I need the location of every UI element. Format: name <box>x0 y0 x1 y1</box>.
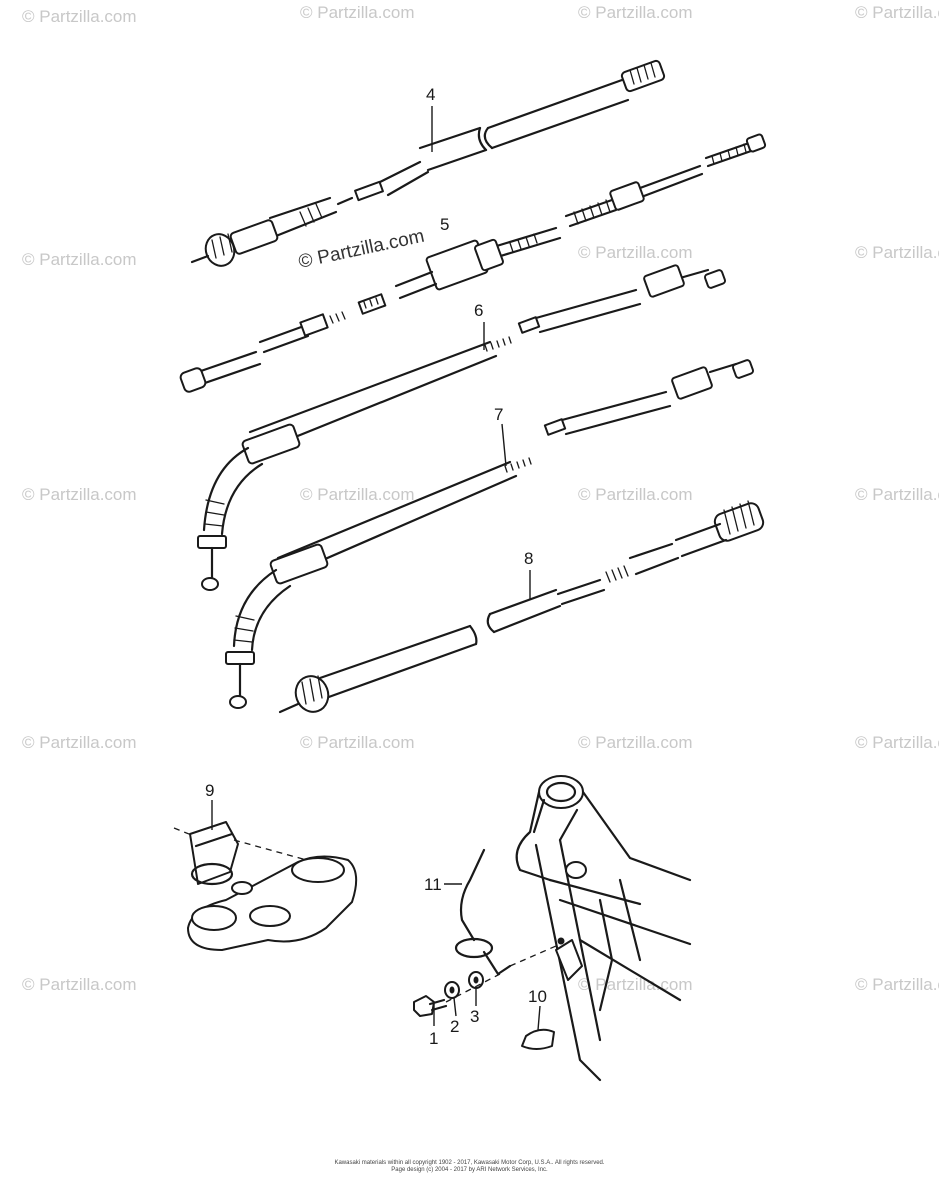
cable-4 <box>190 59 666 267</box>
watermark: © Partzilla.com <box>855 243 939 262</box>
footer-copyright: Kawasaki materials within all copyright … <box>334 1160 605 1166</box>
watermark: © Partzilla.com <box>578 975 693 994</box>
watermark: © Partzilla.com <box>22 250 137 269</box>
callout-3: 3 <box>470 1007 479 1026</box>
watermark: © Partzilla.com <box>22 975 137 994</box>
watermark: © Partzilla.com <box>300 733 415 752</box>
callout-6: 6 <box>474 301 483 320</box>
watermark: © Partzilla.com <box>855 733 939 752</box>
callouts: 4 5 6 7 8 9 11 1 2 3 10 <box>205 85 547 1048</box>
callout-9: 9 <box>205 781 214 800</box>
cable-8 <box>278 500 765 714</box>
watermark-grid: © Partzilla.com © Partzilla.com © Partzi… <box>22 3 939 994</box>
watermark: © Partzilla.com <box>300 3 415 22</box>
watermark: © Partzilla.com <box>22 733 137 752</box>
watermark: © Partzilla.com <box>578 3 693 22</box>
watermark: © Partzilla.com <box>578 243 693 262</box>
callout-11: 11 <box>424 875 442 894</box>
watermark: © Partzilla.com <box>22 7 137 26</box>
watermark: © Partzilla.com <box>855 3 939 22</box>
cable-6 <box>179 264 727 591</box>
watermark: © Partzilla.com <box>855 975 939 994</box>
cable-5 <box>357 133 767 315</box>
callout-4: 4 <box>426 85 435 104</box>
watermark: © Partzilla.com <box>578 485 693 504</box>
clamp-9-assembly <box>173 821 358 951</box>
callout-2: 2 <box>450 1017 459 1036</box>
footer-page-design: Page design (c) 2004 - 2017 by ARI Netwo… <box>391 1167 548 1173</box>
watermark: © Partzilla.com <box>578 733 693 752</box>
watermark: © Partzilla.com <box>22 485 137 504</box>
leader-lines <box>211 106 541 1031</box>
cable-7 <box>225 359 755 709</box>
frame-assembly <box>413 775 692 1082</box>
callout-5: 5 <box>440 215 449 234</box>
watermark: © Partzilla.com <box>300 485 415 504</box>
callout-1: 1 <box>429 1029 438 1048</box>
watermark: © Partzilla.com <box>855 485 939 504</box>
callout-8: 8 <box>524 549 533 568</box>
callout-7: 7 <box>494 405 503 424</box>
callout-10: 10 <box>528 987 547 1006</box>
center-watermark: © Partzilla.com <box>297 226 427 273</box>
